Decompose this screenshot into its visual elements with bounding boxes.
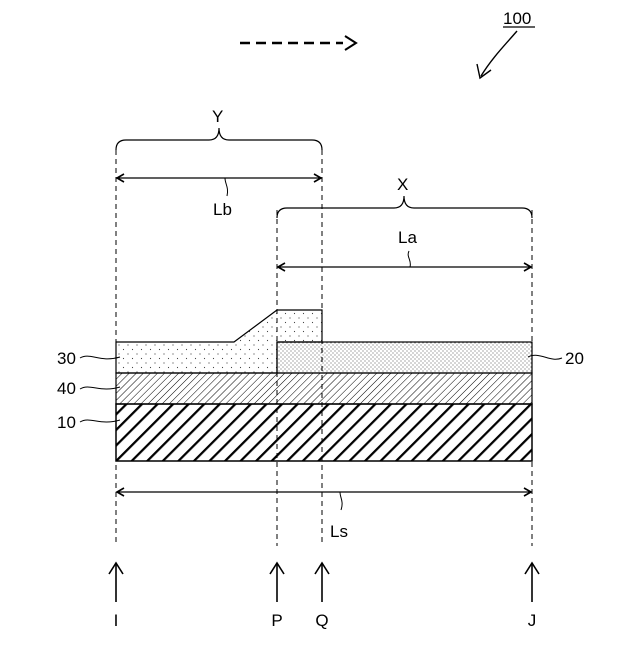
layer-30-label: 30 xyxy=(57,349,76,368)
position-arrow-i xyxy=(109,563,123,602)
brace-x-shape xyxy=(277,196,532,218)
brace-y: Y xyxy=(116,107,322,150)
dimension-lb: Lb xyxy=(117,178,321,219)
dimension-ls-leader xyxy=(340,492,342,510)
position-arrow-p xyxy=(270,563,284,602)
dimension-la: La xyxy=(278,228,531,267)
reference-100: 100 xyxy=(477,9,535,78)
layer-20 xyxy=(277,342,532,373)
layer-40-leader xyxy=(80,387,120,389)
length-ls-label: Ls xyxy=(330,522,348,541)
reference-leader-line xyxy=(481,31,517,76)
position-p-label: P xyxy=(271,611,282,630)
position-arrows xyxy=(109,563,539,602)
position-arrow-j xyxy=(525,563,539,602)
position-arrow-q xyxy=(315,563,329,602)
reference-number-label: 100 xyxy=(503,9,531,28)
dimension-lb-leader xyxy=(225,178,228,196)
region-x-label: X xyxy=(397,175,408,194)
layer-40-label: 40 xyxy=(57,379,76,398)
layer-10 xyxy=(116,404,532,461)
length-lb-label: Lb xyxy=(213,200,232,219)
position-j-label: J xyxy=(528,611,537,630)
brace-x: X xyxy=(277,175,532,218)
layer-10-leader xyxy=(80,420,120,422)
layer-20-label: 20 xyxy=(565,349,584,368)
dimension-la-leader xyxy=(408,251,410,267)
direction-arrow-head xyxy=(345,36,356,50)
position-labels: I P Q J xyxy=(114,611,537,630)
layer-30-leader xyxy=(80,356,120,359)
layer-20-leader xyxy=(528,355,562,359)
region-y-label: Y xyxy=(212,107,223,126)
brace-y-shape xyxy=(116,128,322,150)
position-i-label: I xyxy=(114,611,119,630)
length-la-label: La xyxy=(398,228,417,247)
direction-arrow xyxy=(240,36,356,50)
layer-10-label: 10 xyxy=(57,413,76,432)
layer-40 xyxy=(116,373,532,404)
position-q-label: Q xyxy=(315,611,328,630)
dimension-ls: Ls xyxy=(117,492,531,541)
